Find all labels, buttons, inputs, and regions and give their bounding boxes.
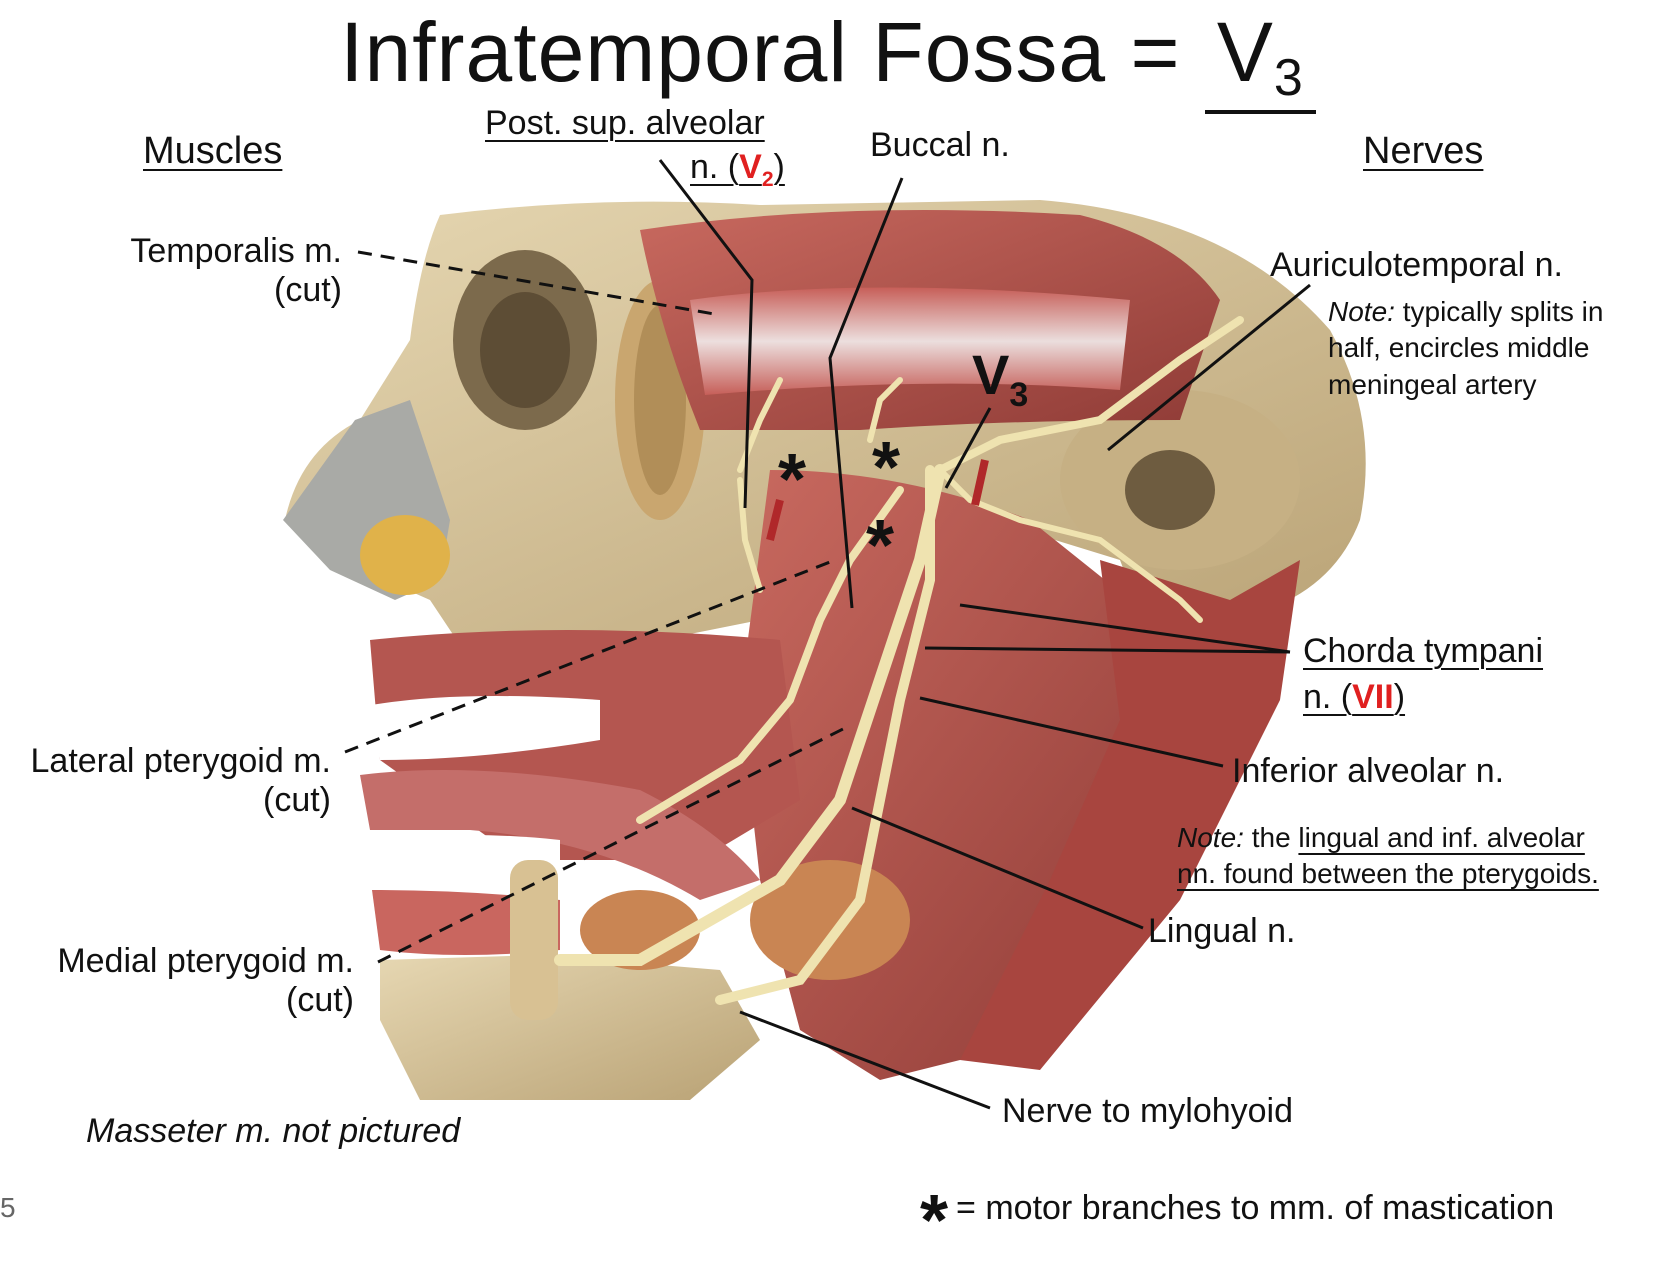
- submandibular-gland: [750, 860, 910, 980]
- slide: Infratemporal Fossa = V3 Muscles Nerves …: [0, 4, 1656, 1261]
- leader-auriculotemporal: [1107, 283, 1311, 452]
- tongue: [360, 770, 760, 900]
- leader-buccal: [828, 177, 904, 609]
- leader-mylohyoid: [739, 1010, 991, 1110]
- label-v3-nerve: V3: [972, 343, 1029, 415]
- label-nerve-to-mylohyoid: Nerve to mylohyoid: [1002, 1092, 1294, 1130]
- note-masseter: Masseter m. not pictured: [86, 1112, 461, 1150]
- mandible-cut: [510, 860, 558, 1020]
- label-buccal: Buccal n.: [870, 126, 1010, 164]
- note-between-pterygoids: Note: the lingual and inf. alveolar nn. …: [1177, 822, 1599, 890]
- label-post-sup-alveolar-line1: Post. sup. alveolar: [485, 104, 765, 142]
- asterisk-motor-2: *: [872, 428, 901, 508]
- neck-muscles: [960, 560, 1300, 1070]
- legend-asterisk: *: [920, 1181, 949, 1261]
- label-chorda-tympani-line1: Chorda tympani: [1303, 632, 1544, 670]
- leader-v3: [944, 407, 992, 489]
- leader-lingual: [851, 806, 1144, 930]
- leader-lateral-pterygoid: [344, 560, 831, 754]
- label-lateral-pterygoid: Lateral pterygoid m. (cut): [30, 742, 332, 820]
- temporalis-tendon: [690, 287, 1130, 395]
- page-number: 5: [0, 1192, 16, 1223]
- asterisk-motor-3: *: [866, 506, 895, 586]
- mandible: [380, 955, 760, 1100]
- label-medial-pterygoid: Medial pterygoid m. (cut): [57, 942, 354, 1020]
- label-inferior-alveolar: Inferior alveolar n.: [1232, 752, 1505, 790]
- leader-temporalis: [357, 250, 721, 317]
- upper-lip: [372, 696, 600, 760]
- head-dissection-illustration: [283, 159, 1366, 1110]
- heading-muscles: Muscles: [143, 130, 283, 172]
- asterisk-motor-1: *: [778, 440, 807, 520]
- label-lingual: Lingual n.: [1148, 912, 1296, 950]
- label-temporalis: Temporalis m. (cut): [130, 232, 342, 310]
- slide-title: Infratemporal Fossa = V3: [0, 4, 1656, 114]
- leader-lines: [658, 159, 1311, 1110]
- title-v3: V3: [1204, 4, 1316, 114]
- label-chorda-tympani-line2: n. (VII): [1303, 678, 1406, 716]
- leader-chorda-2: [924, 646, 1291, 654]
- legend-motor-branches: *= motor branches to mm. of mastication: [920, 1181, 1555, 1261]
- nasal-fat: [360, 515, 450, 595]
- dashed-leader-lines: [344, 250, 846, 964]
- middle-meningeal-artery: [971, 459, 989, 506]
- label-post-sup-alveolar-line2: n. (V2): [690, 148, 785, 191]
- leader-inferior-alveolar: [919, 696, 1224, 768]
- leader-medial-pterygoid: [377, 726, 846, 964]
- heading-nerves: Nerves: [1363, 130, 1484, 172]
- nerves: [554, 316, 1244, 1005]
- maxillary-artery: [766, 499, 784, 541]
- sublingual-gland: [580, 890, 700, 970]
- leader-post-sup-alveolar: [658, 159, 754, 509]
- note-auriculotemporal: Note: typically splits in half, encircle…: [1328, 296, 1604, 400]
- label-auriculotemporal: Auriculotemporal n.: [1270, 246, 1563, 284]
- leader-chorda-1: [959, 603, 1291, 654]
